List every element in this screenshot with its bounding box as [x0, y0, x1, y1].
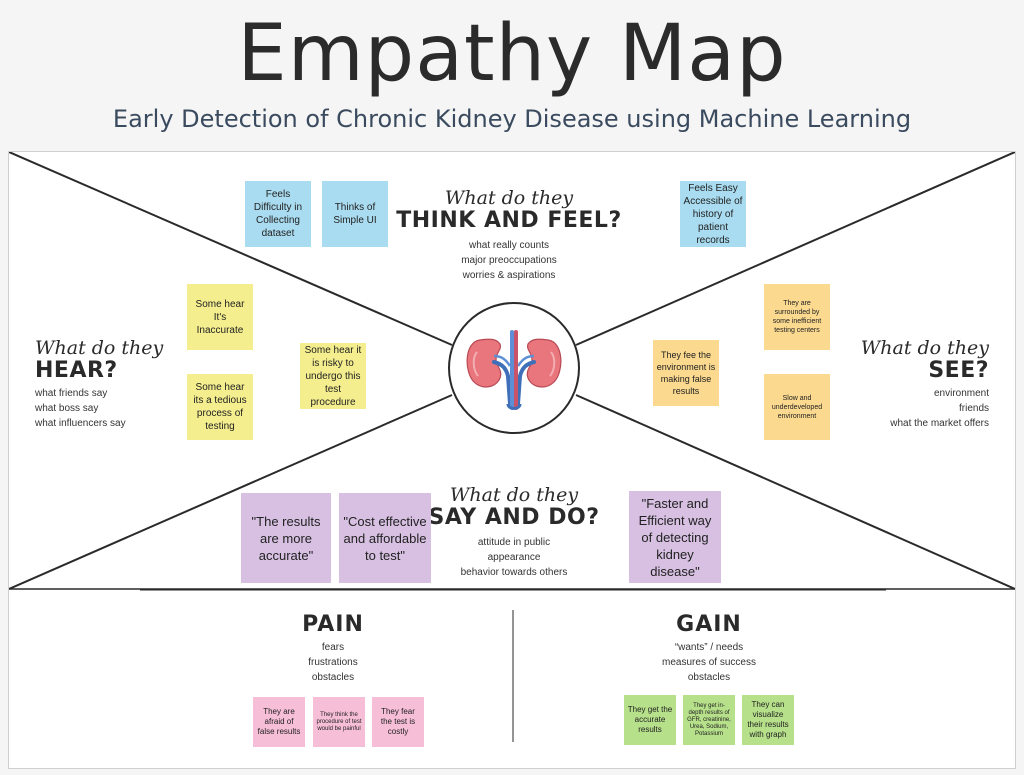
- say-do-line-3: behavior towards others: [460, 567, 568, 578]
- gain-section: GAIN “wants” / needs measures of success…: [629, 612, 789, 685]
- see-note-slow-environment: Slow and underdeveloped environment: [764, 374, 830, 440]
- think-note-collecting-dataset: Feels Difficulty in Collecting dataset: [245, 181, 311, 247]
- empathy-map-board: What do they THINK AND FEEL? what really…: [8, 151, 1016, 769]
- gain-heading: GAIN: [676, 612, 742, 637]
- page-title: Empathy Map: [237, 9, 787, 99]
- pain-note-painful: They think the procedure of test would b…: [313, 697, 365, 747]
- pain-heading: PAIN: [302, 612, 364, 637]
- gain-note-visualize-graph: They can visualize their results with gr…: [742, 695, 794, 745]
- think-feel-script: What do they: [444, 187, 574, 209]
- say-do-script: What do they: [449, 484, 579, 506]
- hear-note-inaccurate: Some hear It's Inaccurate: [187, 284, 253, 350]
- hear-script: What do they: [35, 337, 164, 359]
- see-line-3: what the market offers: [890, 418, 989, 429]
- think-feel-line-2: major preoccupations: [461, 255, 557, 266]
- see-line-1: environment: [933, 388, 989, 399]
- see-note-false-results: They fee the environment is making false…: [653, 340, 719, 406]
- say-do-section: What do they SAY AND DO? attitude in pub…: [419, 485, 609, 580]
- hear-line-3: what influencers say: [35, 418, 126, 429]
- say-note-cost-effective: "Cost effective and affordable to test": [339, 493, 431, 583]
- hear-heading: HEAR?: [35, 358, 118, 383]
- say-note-faster-efficient: "Faster and Efficient way of detecting k…: [629, 491, 721, 583]
- see-section: What do they SEE? environment friends wh…: [845, 338, 989, 431]
- gain-line-3: obstacles: [687, 672, 731, 683]
- hear-note-risky-procedure: Some hear it is risky to undergo this te…: [300, 343, 366, 409]
- pain-note-false-results: They are afraid of false results: [253, 697, 305, 747]
- think-note-patient-records: Feels Easy Accessible of history of pati…: [680, 181, 746, 247]
- think-note-simple-ui: Thinks of Simple UI: [322, 181, 388, 247]
- say-do-line-1: attitude in public: [477, 537, 551, 548]
- kidney-circle: [448, 302, 580, 434]
- hear-note-tedious-process: Some hear its a tedious process of testi…: [187, 374, 253, 440]
- page-subtitle: Early Detection of Chronic Kidney Diseas…: [112, 105, 912, 133]
- say-do-heading: SAY AND DO?: [428, 505, 600, 530]
- see-script: What do they: [860, 337, 989, 359]
- say-do-line-2: appearance: [487, 552, 541, 563]
- gain-note-accurate-results: They get the accurate results: [624, 695, 676, 745]
- gain-line-1: “wants” / needs: [674, 642, 744, 653]
- pain-line-1: fears: [321, 642, 345, 653]
- see-note-inefficient-centers: They are surrounded by some inefficient …: [764, 284, 830, 350]
- pain-line-3: obstacles: [311, 672, 355, 683]
- say-note-accurate: "The results are more accurate": [241, 493, 331, 583]
- hear-line-2: what boss say: [35, 403, 99, 414]
- gain-note-in-depth-results: They get in-depth results of GFR, creati…: [683, 695, 735, 745]
- think-feel-section: What do they THINK AND FEEL? what really…: [389, 188, 629, 283]
- map-divider-lines: [9, 152, 1015, 742]
- see-line-2: friends: [958, 403, 989, 414]
- kidneys-icon: [466, 330, 562, 410]
- think-feel-heading: THINK AND FEEL?: [396, 208, 622, 233]
- think-feel-line-1: what really counts: [468, 240, 550, 251]
- pain-section: PAIN fears frustrations obstacles: [253, 612, 413, 685]
- see-heading: SEE?: [928, 358, 989, 383]
- hear-section: What do they HEAR? what friends say what…: [35, 338, 185, 431]
- gain-line-2: measures of success: [662, 657, 756, 668]
- pain-note-costly: They fear the test is costly: [372, 697, 424, 747]
- hear-line-1: what friends say: [35, 388, 108, 399]
- think-feel-line-3: worries & aspirations: [462, 270, 556, 281]
- pain-line-2: frustrations: [308, 657, 358, 668]
